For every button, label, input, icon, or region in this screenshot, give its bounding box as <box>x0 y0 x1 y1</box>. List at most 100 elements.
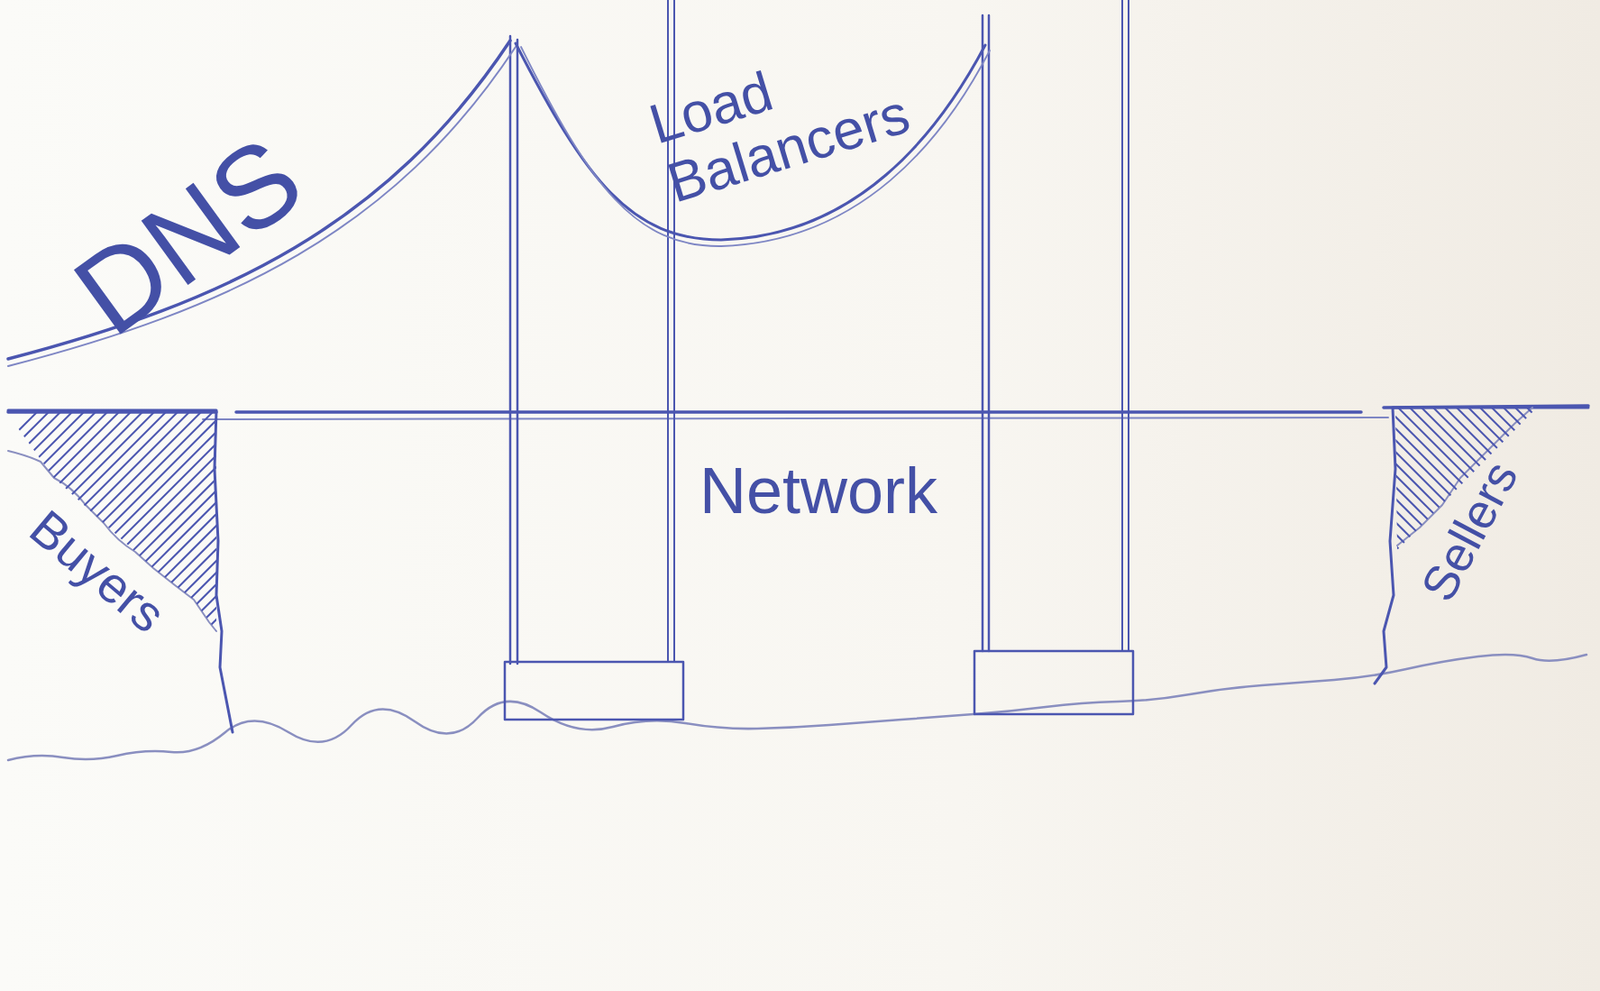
hatch-line <box>178 396 522 740</box>
hatch-line <box>0 396 18 740</box>
hatch-line <box>1024 396 1367 740</box>
bridge-tower <box>510 36 518 664</box>
hatch-line <box>272 396 615 740</box>
cable-label: Load Balancers <box>642 1 989 215</box>
hatch-line <box>0 396 240 740</box>
hatch-line <box>530 396 873 740</box>
hatch-line <box>1211 396 1555 740</box>
cable-label: DNS <box>52 113 324 360</box>
hatch-line <box>0 396 334 740</box>
hatch-line <box>0 396 41 740</box>
hatch-line <box>0 396 53 740</box>
hatch-line <box>401 396 744 740</box>
hatch-line <box>201 396 545 740</box>
hatch-line <box>1223 396 1566 740</box>
hatch-line <box>565 396 908 740</box>
hatch-line <box>1363 396 1600 740</box>
hatch-line <box>377 396 721 740</box>
hatch-line <box>365 396 709 740</box>
hatch-line <box>448 396 791 740</box>
hatch-line <box>1375 396 1600 740</box>
hatch-line <box>84 396 428 740</box>
hatch-line <box>1387 396 1600 740</box>
hatch-line <box>1270 396 1600 740</box>
hatch-line <box>1481 396 1600 740</box>
hatch-line <box>0 396 322 740</box>
hatch-line <box>131 396 475 740</box>
bridge-deck <box>236 410 1362 414</box>
hatch-line <box>576 396 920 740</box>
suspension-cable <box>8 46 516 366</box>
cliff-label: Sellers <box>1411 453 1527 609</box>
hatch-line <box>0 396 217 740</box>
water-line <box>8 654 1587 760</box>
hatch-line <box>1539 396 1600 740</box>
tower-base <box>504 661 684 720</box>
hatch-line <box>330 396 674 740</box>
hatch-line <box>1234 396 1578 740</box>
cliff-label: Buyers <box>19 500 174 642</box>
hatch-line <box>213 396 557 740</box>
hatch-line <box>2 396 346 740</box>
hatch-line <box>260 396 604 740</box>
hatch-line <box>1047 396 1390 740</box>
hatch-line <box>412 396 756 740</box>
hatch-line <box>1059 396 1402 740</box>
hatch-line <box>342 396 686 740</box>
hatch-line <box>1551 396 1600 740</box>
hatch-line <box>1469 396 1600 740</box>
hatch-line <box>155 396 498 740</box>
hatch-line <box>459 396 803 740</box>
hatch-line <box>1035 396 1379 740</box>
tower-base <box>974 650 1134 714</box>
hatch-line <box>1563 396 1600 740</box>
hatch-line <box>0 396 287 740</box>
hatch-line <box>1070 396 1414 740</box>
hatch-line <box>389 396 732 740</box>
hatch-line <box>248 396 592 740</box>
hatch-line <box>553 396 896 740</box>
hatch-line <box>1106 396 1449 740</box>
hatch-line <box>1305 396 1600 740</box>
hatch-line <box>354 396 697 740</box>
hatch-line <box>1516 396 1600 740</box>
hatch-line <box>588 396 932 740</box>
hatch-line <box>1398 396 1600 740</box>
hatch-line <box>471 396 814 740</box>
hatch-line <box>1293 396 1600 740</box>
hatch-line <box>0 396 29 740</box>
hatch-line <box>1246 396 1590 740</box>
hatch-line <box>1328 396 1600 740</box>
hatch-line <box>14 396 357 740</box>
hatch-line <box>225 396 568 740</box>
hatch-line <box>483 396 826 740</box>
hatch-line <box>237 396 580 740</box>
hatch-line <box>1258 396 1600 740</box>
bridge-tower <box>982 15 989 651</box>
hatch-line <box>1188 396 1531 740</box>
hatch-line <box>436 396 779 740</box>
hatch-line <box>0 396 229 740</box>
hatch-line <box>1598 396 1600 740</box>
cliff-node: Sellers <box>1361 401 1600 699</box>
hatch-line <box>119 396 463 740</box>
hatch-line <box>307 396 650 740</box>
cliff-edge <box>1374 407 1589 684</box>
edge-label: Network <box>699 455 938 527</box>
hatch-line <box>1281 396 1600 740</box>
hatch-line <box>1574 396 1600 740</box>
hatch-line <box>1586 396 1600 740</box>
hatch-line <box>1352 396 1600 740</box>
hatch-line <box>1340 396 1600 740</box>
hatch-line <box>283 396 627 740</box>
hatch-line <box>1082 396 1426 740</box>
suspension-cable <box>8 40 511 359</box>
hatch-line <box>506 396 850 740</box>
hatch-line <box>0 396 311 740</box>
hatch-line <box>108 396 451 740</box>
hatch-line <box>190 396 533 740</box>
hatch-line <box>0 396 6 740</box>
bridge-deck-edge <box>202 417 1389 420</box>
hatch-line <box>1457 396 1600 740</box>
